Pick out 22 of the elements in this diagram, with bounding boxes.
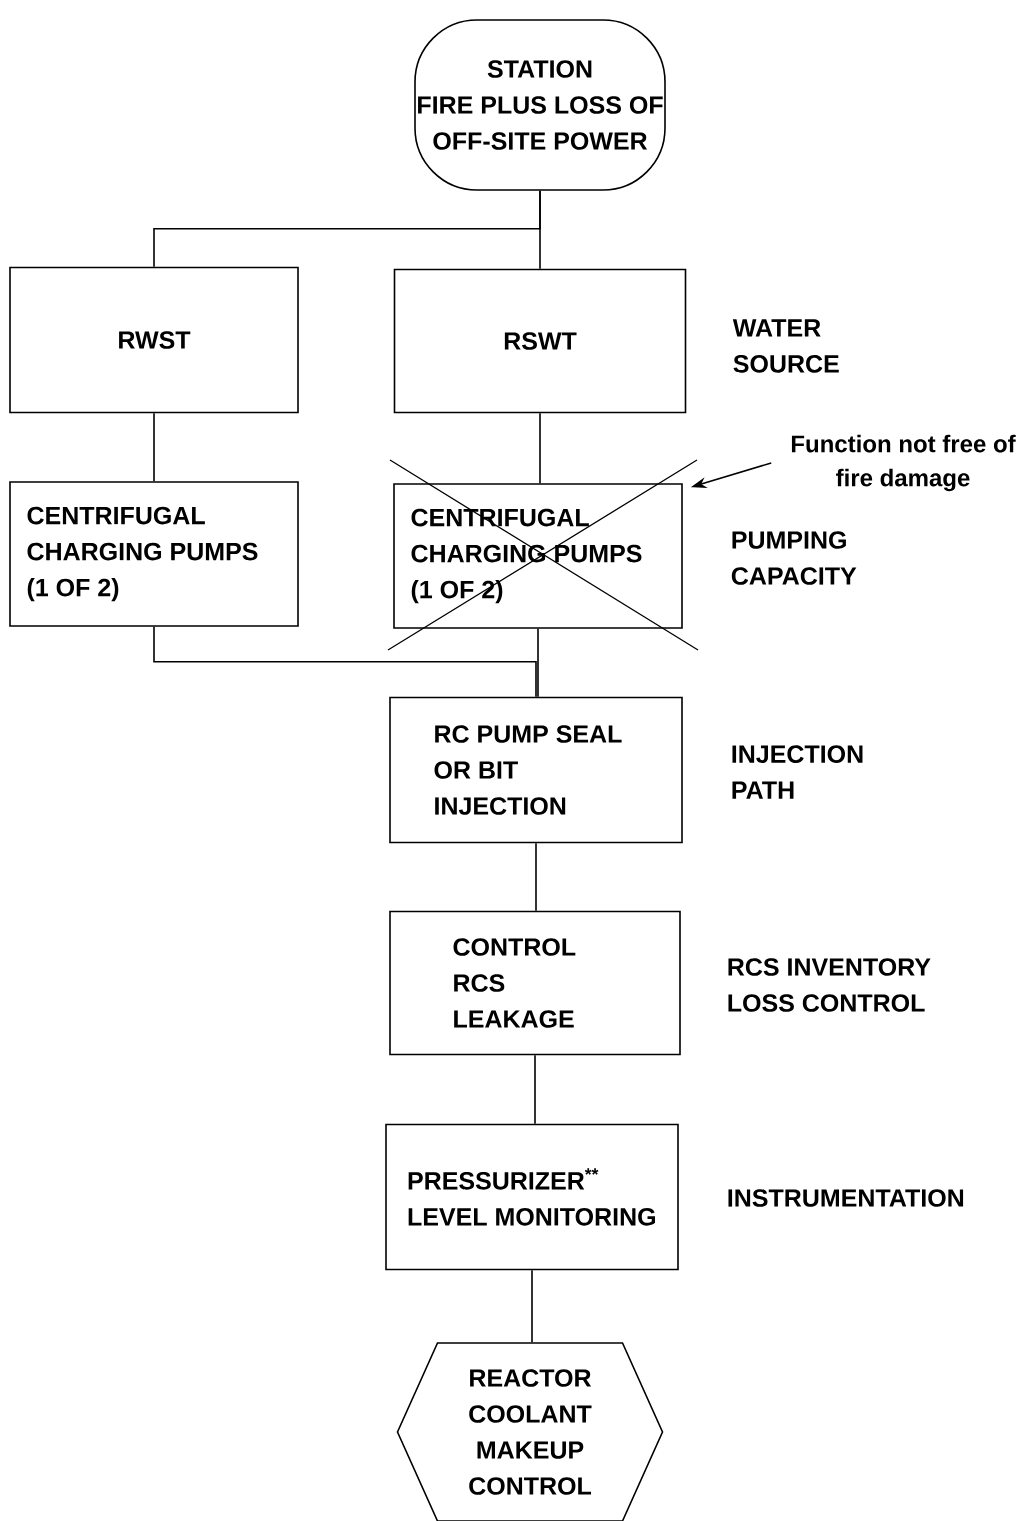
row-label: INJECTION PATH [732, 745, 863, 799]
row-label: PUMPING CAPACITY [731, 531, 857, 585]
process-box: RWST [9, 266, 299, 414]
process-box: RSWT [393, 268, 687, 414]
row-label: INSTRUMENTATION [728, 1189, 964, 1207]
process-box: PRESSURIZER$^{**}$ LEVEL MONITORING [385, 1123, 679, 1271]
row-label: RCS INVENTORY LOSS CONTROL [728, 958, 931, 1012]
connector-line [539, 190, 541, 270]
process-box: CENTRIFUGAL CHARGING PUMPS (1 OF 2) [9, 481, 299, 627]
row-label: WATER SOURCE [732, 319, 839, 373]
connector-line [539, 412, 541, 484]
connector-line [531, 1269, 533, 1343]
start-terminal: STATION FIRE PLUS LOSS OF OFF-SITE POWER [414, 19, 666, 191]
connector-line [535, 842, 537, 912]
annotation-text: Function not free of fire damage [791, 434, 1016, 492]
connector-line [537, 628, 539, 698]
connector-line [153, 412, 155, 482]
connector-line [153, 626, 537, 698]
process-box: CONTROL RCS LEAKAGE [389, 910, 681, 1056]
connector-line [534, 1054, 536, 1125]
end-hexagon: REACTOR COOLANT MAKEUP CONTROL [396, 1342, 664, 1521]
process-box: RC PUMP SEAL OR BIT INJECTION [389, 696, 683, 844]
